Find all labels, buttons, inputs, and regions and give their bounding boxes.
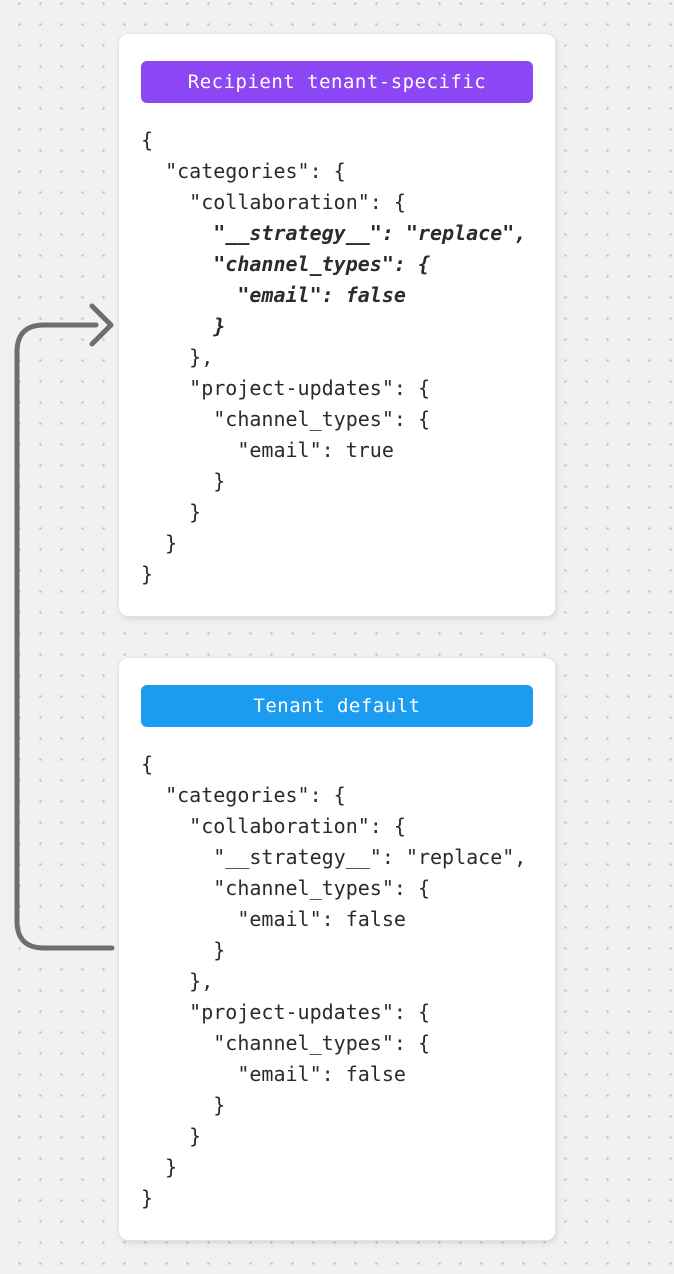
json-code-line: } bbox=[141, 562, 154, 586]
arrow-head-icon bbox=[89, 303, 114, 347]
recipient-tenant-specific-badge: Recipient tenant-specific bbox=[141, 61, 533, 103]
json-code-line: "email": true bbox=[141, 438, 394, 462]
json-code-line: "__strategy__": "replace", bbox=[141, 221, 527, 245]
json-code-line: "channel_types": { bbox=[141, 1031, 430, 1055]
json-code-line: "categories": { bbox=[141, 159, 346, 183]
arrow-line bbox=[14, 322, 115, 951]
json-code-line: }, bbox=[141, 345, 214, 369]
json-code-line: "channel_types": { bbox=[141, 876, 430, 900]
json-code-line: } bbox=[141, 1186, 154, 1210]
json-code-line: "email": false bbox=[141, 907, 406, 931]
json-code-line: "__strategy__": "replace", bbox=[141, 845, 527, 869]
json-code-line: "project-updates": { bbox=[141, 1000, 430, 1024]
json-code-line: } bbox=[141, 469, 226, 493]
json-code-line: { bbox=[141, 752, 154, 776]
json-code-line: } bbox=[141, 314, 226, 338]
json-code-line: } bbox=[141, 1124, 202, 1148]
tenant-default-json: { "categories": { "collaboration": { "__… bbox=[141, 749, 533, 1214]
json-code-line: { bbox=[141, 128, 154, 152]
json-code-line: } bbox=[141, 938, 226, 962]
tenant-default-badge: Tenant default bbox=[141, 685, 533, 727]
json-code-line: "collaboration": { bbox=[141, 190, 406, 214]
json-code-line: } bbox=[141, 531, 178, 555]
json-code-line: "categories": { bbox=[141, 783, 346, 807]
json-code-line: "email": false bbox=[141, 1062, 406, 1086]
json-code-line: } bbox=[141, 1155, 178, 1179]
json-code-line: }, bbox=[141, 969, 214, 993]
json-code-line: "collaboration": { bbox=[141, 814, 406, 838]
json-code-line: "channel_types": { bbox=[141, 252, 430, 276]
recipient-tenant-specific-card: Recipient tenant-specific { "categories"… bbox=[118, 33, 556, 617]
json-code-line: "project-updates": { bbox=[141, 376, 430, 400]
json-code-line: "email": false bbox=[141, 283, 406, 307]
json-code-line: } bbox=[141, 1093, 226, 1117]
recipient-tenant-specific-json: { "categories": { "collaboration": { "__… bbox=[141, 125, 533, 590]
tenant-default-card: Tenant default { "categories": { "collab… bbox=[118, 657, 556, 1241]
json-code-line: } bbox=[141, 500, 202, 524]
json-code-line: "channel_types": { bbox=[141, 407, 430, 431]
